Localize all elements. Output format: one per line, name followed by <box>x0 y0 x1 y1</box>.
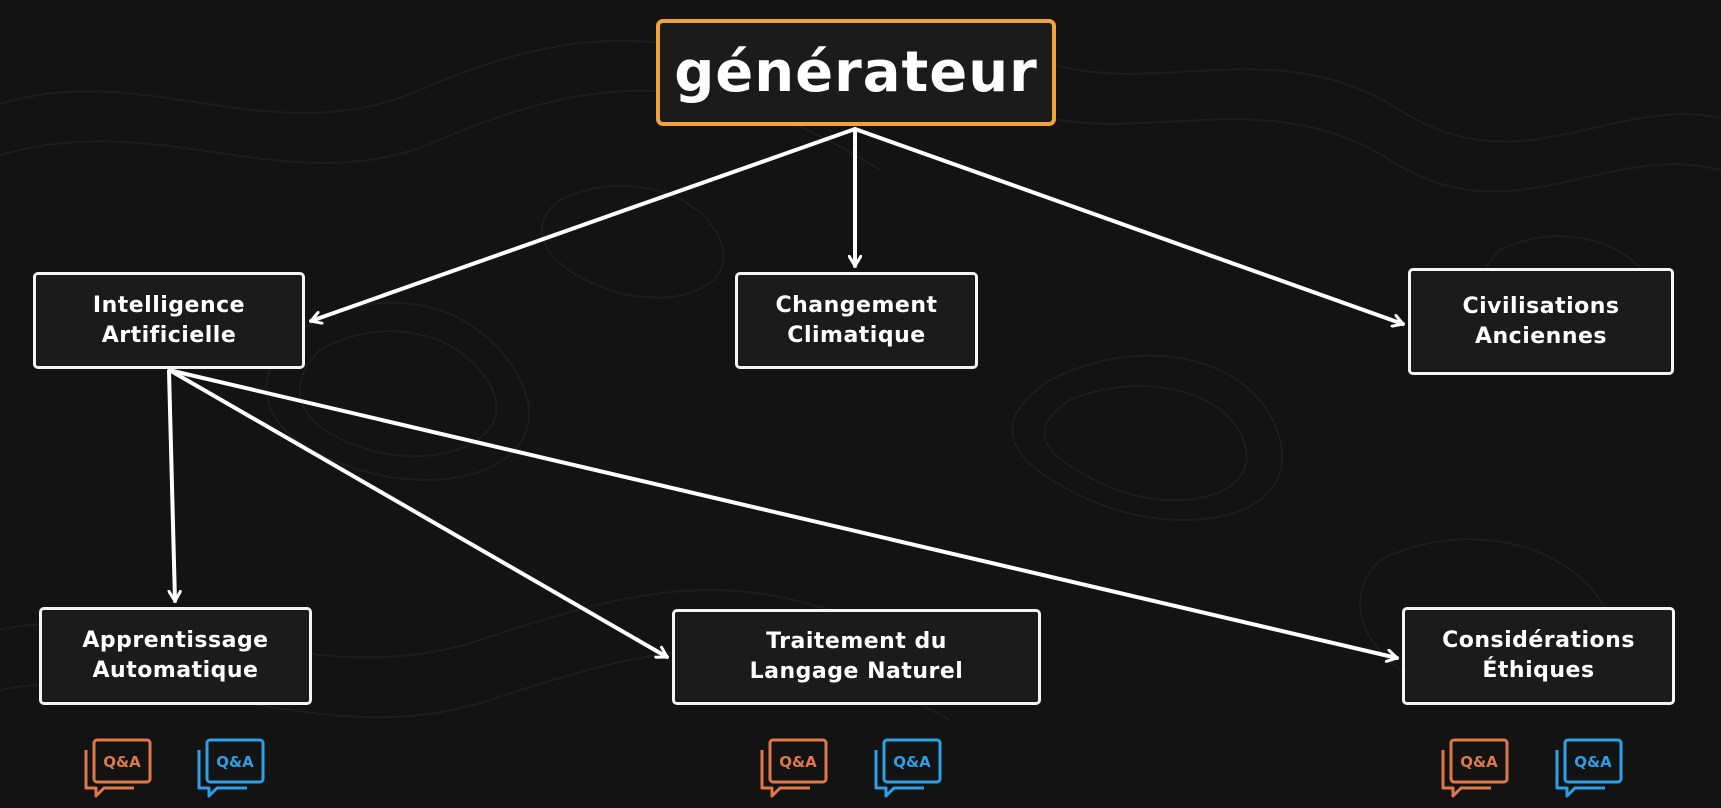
node-considerations-ethiques[interactable]: Considérations Éthiques <box>1402 607 1675 705</box>
qa-button-traitement-orange[interactable]: Q&A <box>758 736 830 800</box>
qa-chat-icon: Q&A <box>84 738 152 798</box>
qa-button-label: Q&A <box>1460 753 1498 771</box>
node-label: Civilisations Anciennes <box>1462 293 1620 349</box>
node-civilisations-anciennes[interactable]: Civilisations Anciennes <box>1408 268 1674 375</box>
edge-ia-to-tln <box>169 369 669 659</box>
edge-ia-to-ce <box>171 369 1399 658</box>
qa-chat-icon: Q&A <box>760 738 828 798</box>
node-traitement-du-langage-naturel[interactable]: Traitement du Langage Naturel <box>672 609 1041 705</box>
edge-root-to-ia <box>309 127 857 321</box>
qa-button-label: Q&A <box>893 753 931 771</box>
node-label: Changement Climatique <box>775 292 938 348</box>
qa-chat-icon: Q&A <box>197 738 265 798</box>
node-label: Apprentissage Automatique <box>82 628 269 683</box>
qa-button-label: Q&A <box>1574 753 1612 771</box>
root-node-generateur[interactable]: générateur <box>656 19 1056 126</box>
qa-button-label: Q&A <box>779 753 817 771</box>
edge-ia-to-aa <box>167 369 175 603</box>
qa-button-apprentissage-orange[interactable]: Q&A <box>82 736 154 800</box>
qa-button-ethiques-orange[interactable]: Q&A <box>1439 736 1511 800</box>
node-apprentissage-automatique[interactable]: Apprentissage Automatique <box>39 607 312 705</box>
qa-button-traitement-blue[interactable]: Q&A <box>872 736 944 800</box>
node-label: Traitement du Langage Naturel <box>749 629 964 684</box>
node-label: Considérations Éthiques <box>1442 628 1635 683</box>
qa-chat-icon: Q&A <box>1555 738 1623 798</box>
node-changement-climatique[interactable]: Changement Climatique <box>735 272 978 369</box>
edge-root-to-ca <box>853 127 1405 324</box>
qa-chat-icon: Q&A <box>1441 738 1509 798</box>
qa-button-label: Q&A <box>103 753 141 771</box>
qa-button-label: Q&A <box>216 753 254 771</box>
node-intelligence-artificielle[interactable]: Intelligence Artificielle <box>33 272 305 369</box>
root-node-label: générateur <box>674 39 1038 105</box>
qa-button-ethiques-blue[interactable]: Q&A <box>1553 736 1625 800</box>
qa-chat-icon: Q&A <box>874 738 942 798</box>
qa-button-apprentissage-blue[interactable]: Q&A <box>195 736 267 800</box>
node-label: Intelligence Artificielle <box>92 292 246 348</box>
